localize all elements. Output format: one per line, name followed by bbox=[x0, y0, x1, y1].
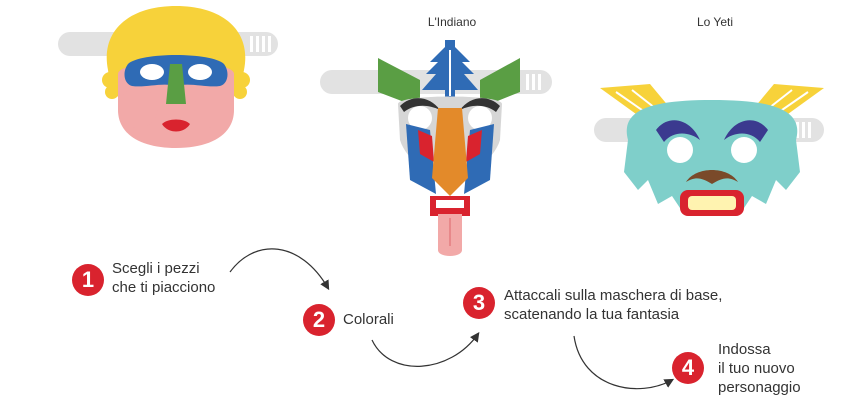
step-2-badge: 2 bbox=[303, 304, 335, 336]
arrow-step3-to-step4 bbox=[573, 335, 675, 390]
step-2-text: Colorali bbox=[343, 311, 394, 328]
step-1-text: Scegli i pezzi che ti piacciono bbox=[112, 260, 216, 296]
blonde-mask-illustration bbox=[58, 6, 278, 148]
arrow-step1-to-step2 bbox=[229, 248, 330, 291]
flow-arrows bbox=[229, 248, 675, 390]
indiano-caption: L'Indiano bbox=[428, 15, 477, 29]
yeti-mask-illustration bbox=[594, 84, 824, 216]
indian-mask-illustration bbox=[320, 40, 552, 256]
yeti-caption: Lo Yeti bbox=[697, 15, 733, 29]
step-3-badge: 3 bbox=[463, 287, 495, 319]
arrow-step2-to-step3 bbox=[371, 332, 480, 367]
step-4-text: Indossa il tuo nuovo personaggio bbox=[718, 341, 801, 396]
step-1-badge: 1 bbox=[72, 264, 104, 296]
step-3-text: Attaccali sulla maschera di base, scaten… bbox=[504, 287, 723, 323]
step-4-badge: 4 bbox=[672, 352, 704, 384]
